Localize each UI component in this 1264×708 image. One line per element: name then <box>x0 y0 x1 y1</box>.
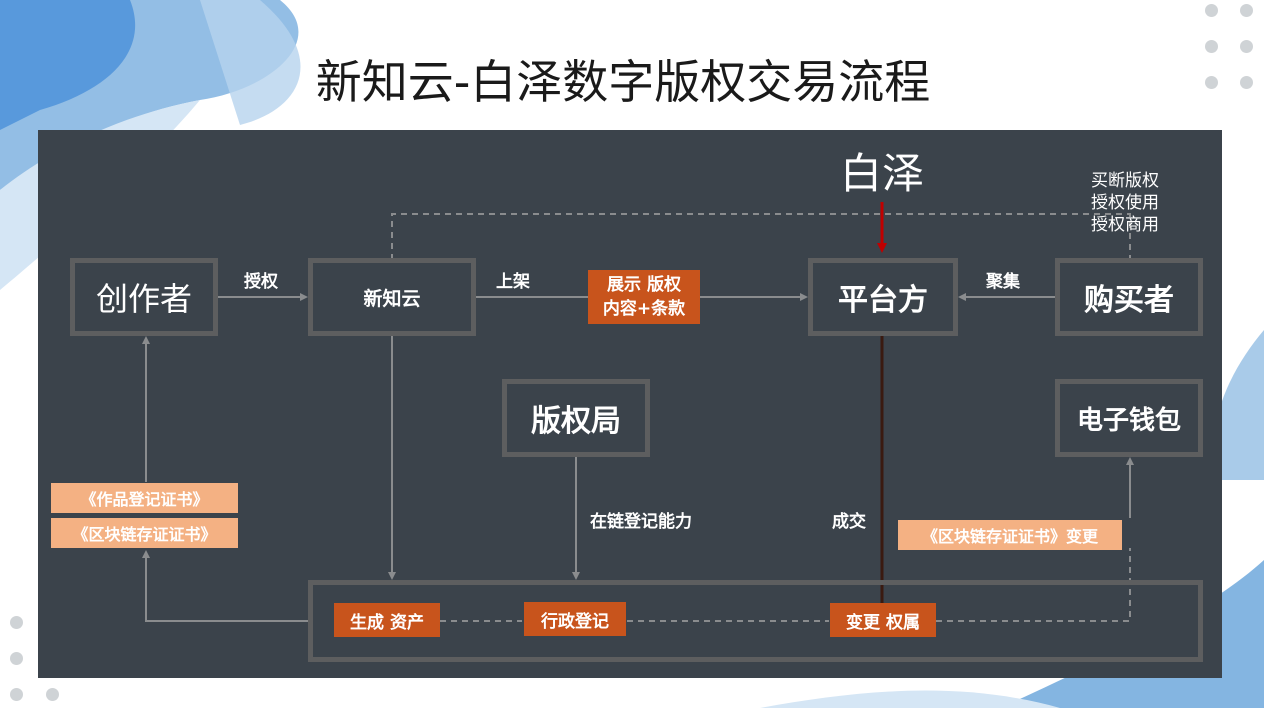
decor-dot <box>1240 4 1253 17</box>
node-platform: 平台方 <box>808 258 958 336</box>
node-copyright-office-label: 版权局 <box>531 404 621 439</box>
node-buyer: 购买者 <box>1055 258 1203 336</box>
tag-display-line2: 内容+条款 <box>602 299 686 319</box>
node-xinzhiyun: 新知云 <box>308 258 476 336</box>
tag-generate-asset: 生成 资产 <box>334 603 440 637</box>
tag-change-ownership: 变更 权属 <box>830 603 936 637</box>
node-wallet: 电子钱包 <box>1055 379 1203 457</box>
node-wallet-label: 电子钱包 <box>1076 405 1181 436</box>
label-onchain-ability: 在链登记能力 <box>590 512 692 532</box>
buyer-option: 授权使用 <box>1091 193 1159 213</box>
node-platform-label: 平台方 <box>838 283 928 318</box>
decor-dot <box>46 688 59 701</box>
dashed-top-loop <box>391 213 1131 260</box>
node-copyright-office: 版权局 <box>502 379 650 457</box>
decor-dot <box>10 652 23 665</box>
cert-chain: 《区块链存证证书》 <box>51 518 238 548</box>
node-buyer-label: 购买者 <box>1084 283 1174 318</box>
label-deal: 成交 <box>832 512 866 532</box>
baize-label: 白泽 <box>839 149 924 198</box>
label-list: 上架 <box>496 272 530 292</box>
buyer-option: 买断版权 <box>1091 171 1159 191</box>
buyer-option: 授权商用 <box>1091 215 1159 235</box>
diagram-panel <box>38 130 1222 678</box>
buyer-options: 买断版权 授权使用 授权商用 <box>1091 170 1159 236</box>
node-creator-label: 创作者 <box>95 280 192 318</box>
decor-dot <box>1240 40 1253 53</box>
label-authorize: 授权 <box>244 272 278 292</box>
cert-work: 《作品登记证书》 <box>51 483 238 513</box>
process-container <box>308 580 1203 662</box>
tag-display-content: 展示 版权 内容+条款 <box>588 270 700 324</box>
decor-dot <box>10 688 23 701</box>
tag-admin-register: 行政登记 <box>524 602 626 636</box>
decor-dot <box>1205 76 1218 89</box>
page-title: 新知云-白泽数字版权交易流程 <box>315 55 931 109</box>
node-xinzhiyun-label: 新知云 <box>363 287 421 310</box>
cert-chain-change: 《区块链存证证书》变更 <box>898 520 1122 550</box>
node-creator: 创作者 <box>70 258 218 336</box>
arrow-back-to-creator <box>142 550 310 622</box>
decor-dot <box>10 616 23 629</box>
label-aggregate: 聚集 <box>986 272 1020 292</box>
decor-dot <box>1205 4 1218 17</box>
dashed-to-wallet <box>936 548 1131 622</box>
decor-dot <box>1240 76 1253 89</box>
decor-dot <box>1205 40 1218 53</box>
tag-display-line1: 展示 版权 <box>607 275 681 295</box>
